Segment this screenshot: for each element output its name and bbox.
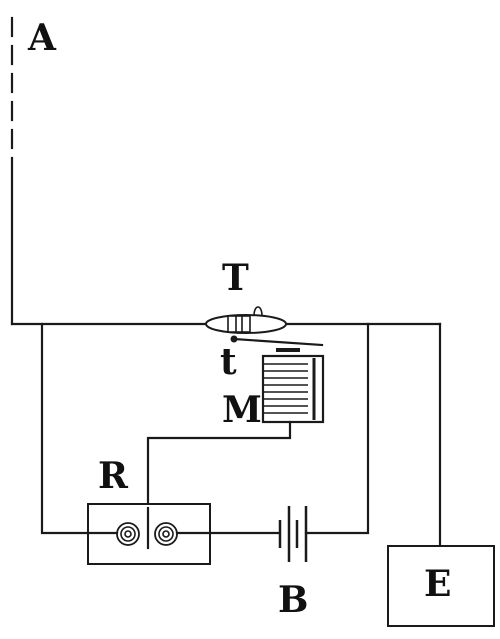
label-coherer: T [222,257,249,299]
relay [86,503,212,565]
earth-box [387,545,495,627]
label-relay: R [98,455,129,497]
right-branch-wire [304,322,370,535]
contact-lever [230,335,324,347]
label-contact: t [220,341,237,383]
label-magnet: M [222,389,262,431]
label-earth: E [424,563,451,605]
coherer-tube [205,306,287,334]
electromagnet [261,348,325,424]
label-antenna: A [27,17,57,59]
magnet-relay-wire [146,420,292,522]
left-branch-wire [40,322,90,535]
label-battery: B [278,579,308,621]
battery [278,506,308,562]
